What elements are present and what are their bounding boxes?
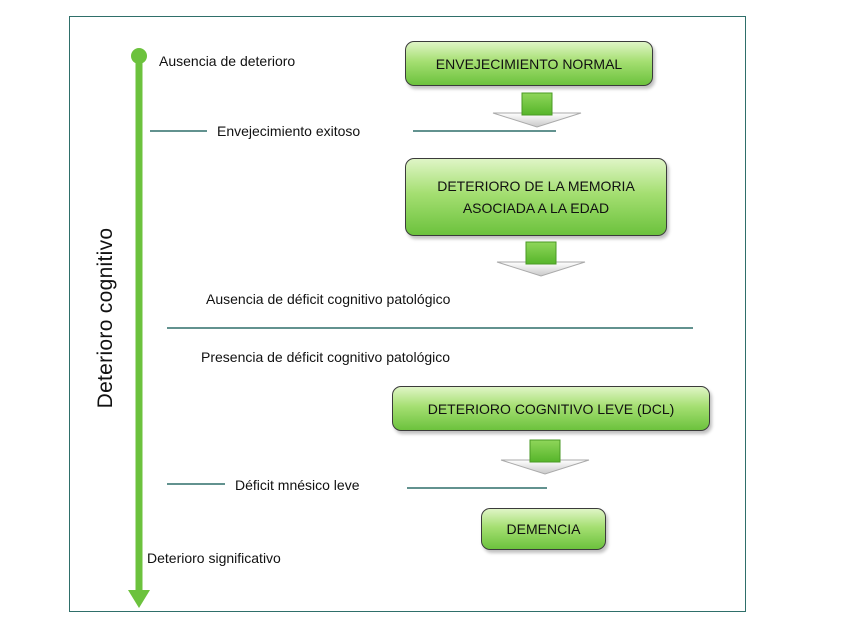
down-arrow-icon (496, 241, 586, 277)
cognitive-axis-arrow (128, 48, 150, 608)
annotation-envejecimiento-exitoso: Envejecimiento exitoso (217, 123, 361, 139)
axis-arrowhead-icon (128, 590, 150, 608)
axis-bottom-label: Deterioro significativo (147, 550, 281, 566)
stage-label-line-2: ASOCIADA A LA EDAD (462, 200, 610, 216)
stage-demencia: DEMENCIA (481, 508, 606, 550)
diagram-frame (69, 16, 746, 612)
axis-title-text: Deterioro cognitivo (94, 227, 117, 409)
stage-deterioro-memoria: DETERIORO DE LA MEMORIA ASOCIADA A LA ED… (405, 158, 667, 236)
stage-dcl: DETERIORO COGNITIVO LEVE (DCL) (392, 386, 710, 431)
down-arrow-icon (492, 92, 582, 128)
stage-label-line-1: DETERIORO DE LA MEMORIA (437, 178, 635, 194)
annotation-presencia-deficit: Presencia de déficit cognitivo patológic… (201, 349, 451, 365)
stage-envejecimiento-normal: ENVEJECIMIENTO NORMAL (405, 41, 653, 86)
down-arrow-icon (500, 439, 590, 475)
annotation-ausencia-deficit: Ausencia de déficit cognitivo patológico (206, 291, 451, 307)
annotation-deficit-mnesico: Déficit mnésico leve (235, 477, 360, 493)
axis-top-label: Ausencia de deterioro (159, 53, 296, 69)
stage-label: DEMENCIA (506, 521, 581, 537)
stage-label: ENVEJECIMIENTO NORMAL (435, 55, 623, 72)
axis-shaft (135, 56, 143, 594)
stage-label: DETERIORO COGNITIVO LEVE (DCL) (427, 400, 675, 417)
